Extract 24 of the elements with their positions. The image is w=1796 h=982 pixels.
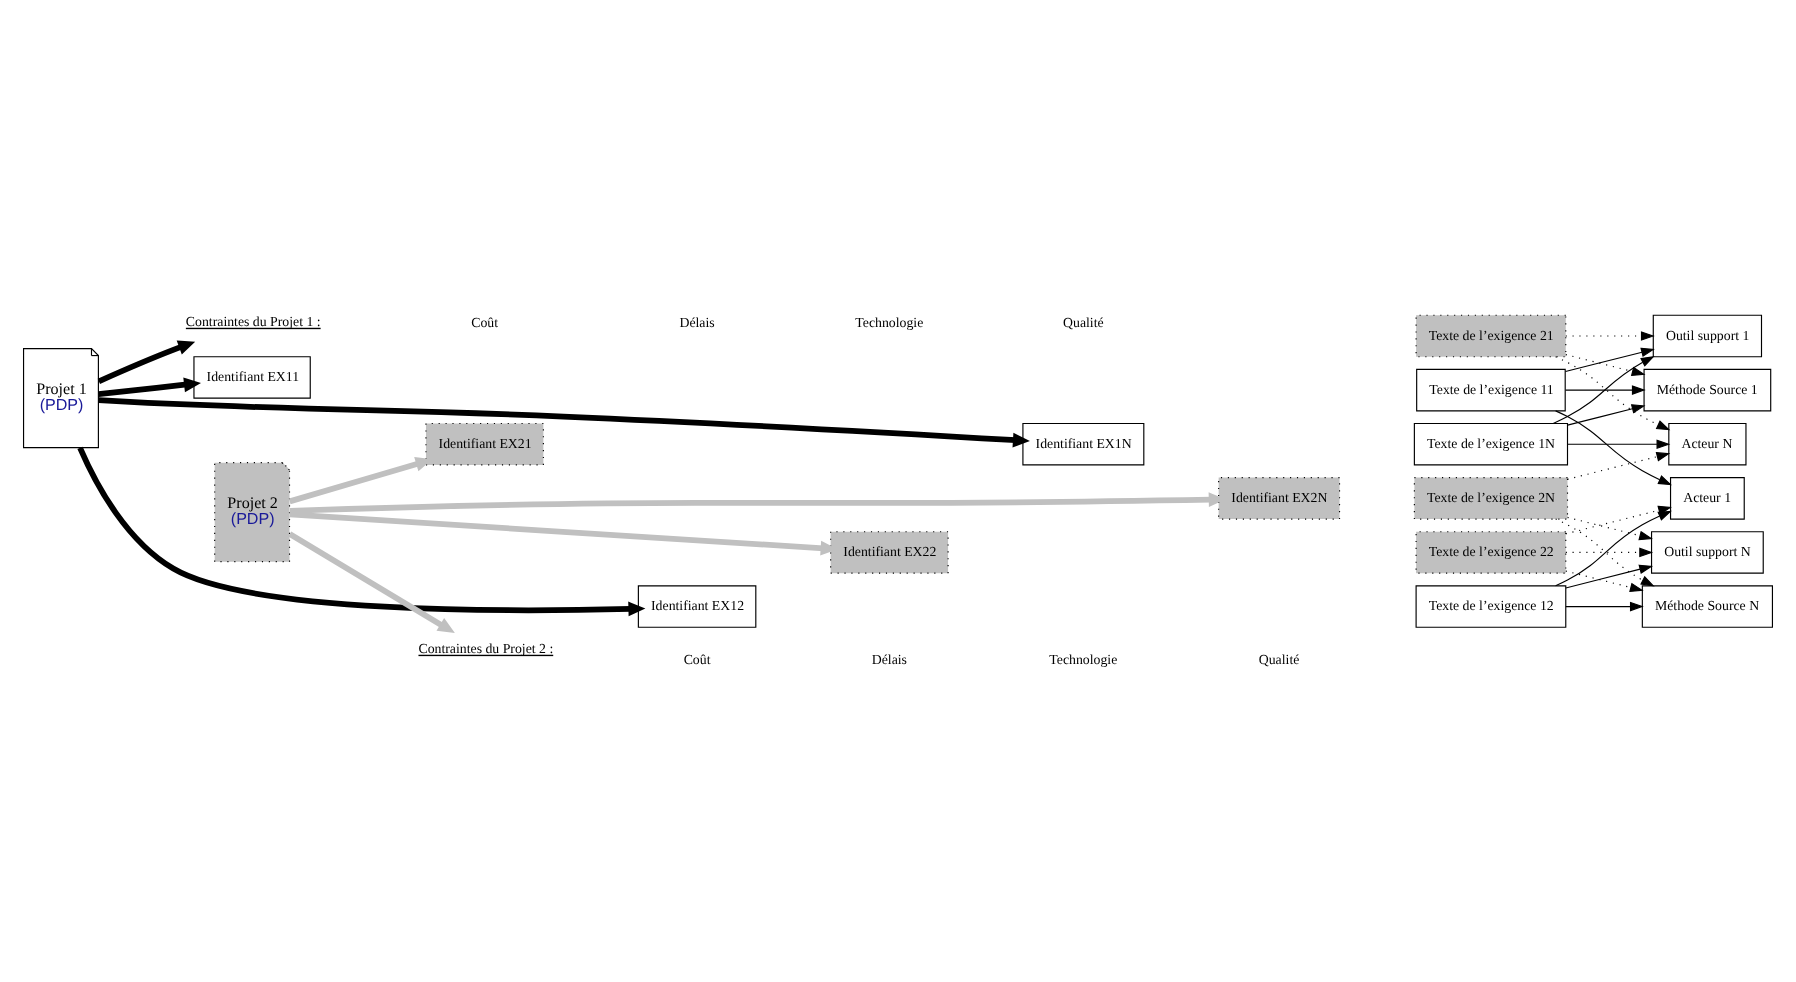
arrow: [97, 339, 196, 383]
arrow: [98, 396, 1030, 447]
arrow: [1555, 409, 1672, 485]
arrow: [1567, 451, 1671, 479]
arrow: [1565, 563, 1654, 588]
arrow: [1567, 403, 1646, 425]
arrow: [1565, 330, 1655, 340]
arrow: [77, 445, 646, 616]
arrow: [98, 376, 201, 397]
arrow: [1567, 438, 1671, 449]
arrow: [1555, 517, 1655, 586]
arrow: [288, 455, 433, 504]
arrow: [1565, 546, 1654, 557]
arrow: [1564, 384, 1646, 394]
arrow: [289, 491, 1226, 513]
arrow: [1564, 346, 1655, 372]
arrow: [1555, 355, 1671, 430]
arrow: [1567, 515, 1653, 540]
arrow: [1565, 353, 1646, 376]
arrow: [289, 510, 838, 555]
arrow: [1552, 355, 1655, 424]
arrow: [1565, 569, 1644, 592]
arrow: [288, 530, 455, 633]
arrow: [1565, 600, 1644, 611]
